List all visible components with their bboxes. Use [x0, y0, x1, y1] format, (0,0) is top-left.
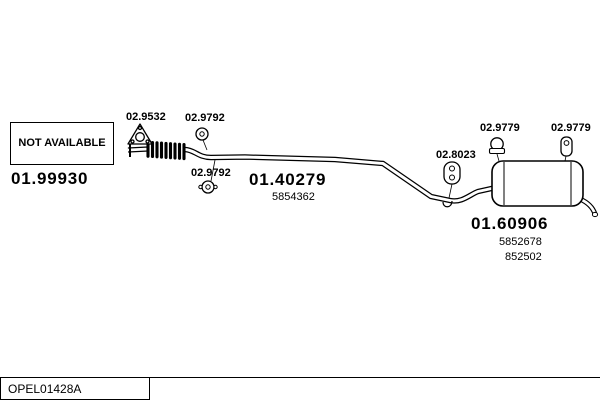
pipe-clamp-icon	[488, 137, 506, 162]
part-number-right: 01.60906	[471, 214, 549, 233]
part-ref-right-1: 5852678	[499, 236, 542, 248]
flex-pipe	[146, 140, 186, 161]
flange-gasket-icon	[127, 123, 153, 145]
part-number-left: 01.99930	[11, 169, 89, 188]
footer-divider	[0, 377, 600, 378]
gasket-icon	[198, 159, 218, 194]
fastener-label-gasket: 02.9792	[191, 167, 231, 179]
not-available-label: NOT AVAILABLE	[18, 137, 106, 150]
fastener-label-rubber-hanger: 02.8023	[436, 149, 476, 161]
fastener-label-hanger-bracket: 02.9779	[551, 122, 591, 134]
exhaust-pipe	[127, 143, 497, 208]
hanger-bracket-icon	[560, 136, 573, 162]
clamp-ring-icon	[195, 127, 209, 151]
diagram-code: OPEL01428A	[8, 381, 82, 396]
part-number-center: 01.40279	[249, 170, 327, 189]
fastener-label-clamp-ring: 02.9792	[185, 112, 225, 124]
part-ref-right-2: 852502	[505, 251, 542, 263]
diagram-code-box: OPEL01428A	[0, 377, 150, 400]
fastener-label-flange-gasket: 02.9532	[126, 111, 166, 123]
muffler	[491, 160, 599, 218]
rubber-hanger-icon	[443, 161, 461, 199]
fastener-label-pipe-clamp: 02.9779	[480, 122, 520, 134]
not-available-box: NOT AVAILABLE	[10, 122, 114, 165]
part-ref-center: 5854362	[272, 191, 315, 203]
